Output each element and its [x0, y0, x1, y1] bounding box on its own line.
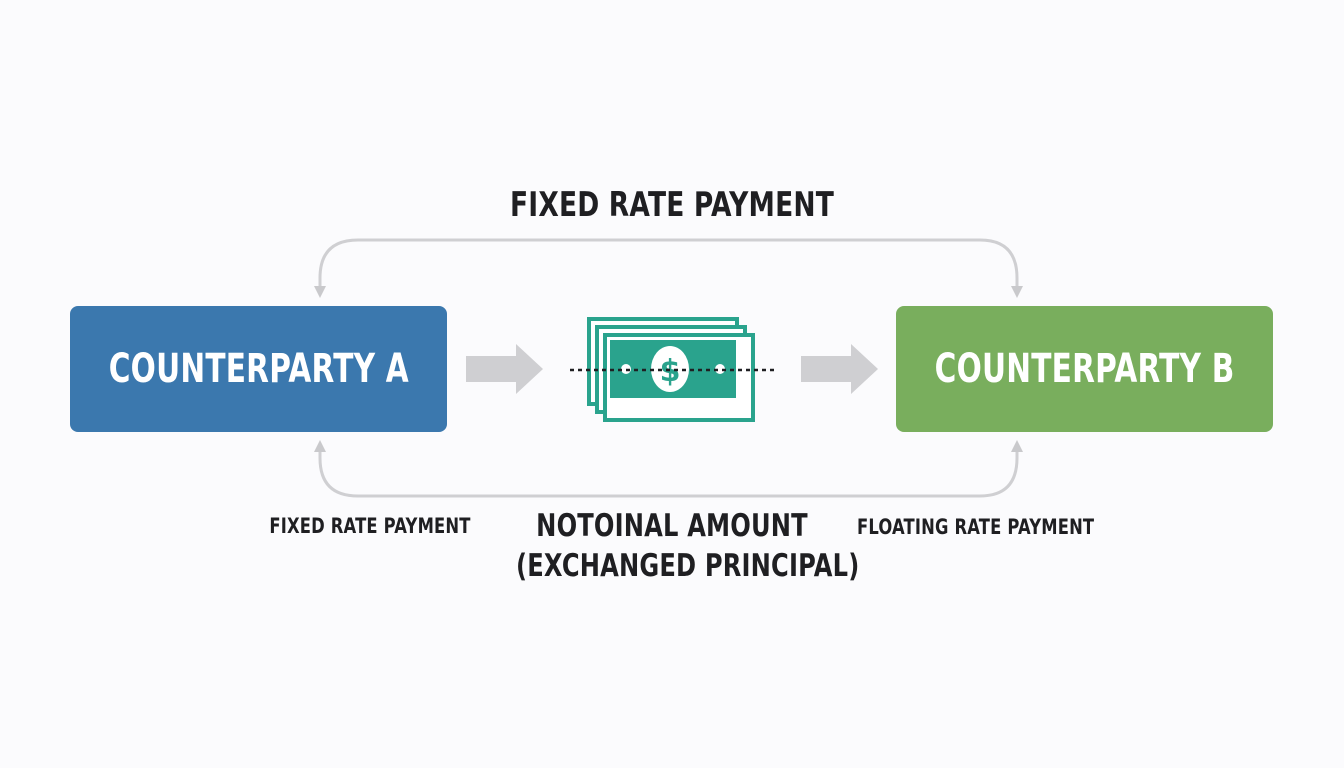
- right-arrow-icon-right: [801, 344, 878, 394]
- notional-label: NOTOINAL AMOUNT (EXCHANGED PRINCIPAL): [516, 506, 860, 586]
- bottom-right-label: FLOATING RATE PAYMENT: [857, 515, 1095, 539]
- notional-label-line1: NOTOINAL AMOUNT: [536, 508, 808, 544]
- notional-label-line2: (EXCHANGED PRINCIPAL): [516, 548, 860, 584]
- top-flow-connector: [314, 238, 1023, 298]
- right-arrow-icon-left: [466, 344, 543, 394]
- bottom-left-label: FIXED RATE PAYMENT: [269, 514, 471, 538]
- top-flow-label: FIXED RATE PAYMENT: [510, 185, 834, 225]
- counterparty-b-box: COUNTERPARTY B: [896, 306, 1273, 432]
- svg-text:$: $: [660, 354, 681, 389]
- counterparty-a-label: COUNTERPARTY A: [108, 346, 409, 392]
- counterparty-b-label: COUNTERPARTY B: [934, 346, 1235, 392]
- bottom-flow-connector: [314, 440, 1023, 498]
- counterparty-a-box: COUNTERPARTY A: [70, 306, 447, 432]
